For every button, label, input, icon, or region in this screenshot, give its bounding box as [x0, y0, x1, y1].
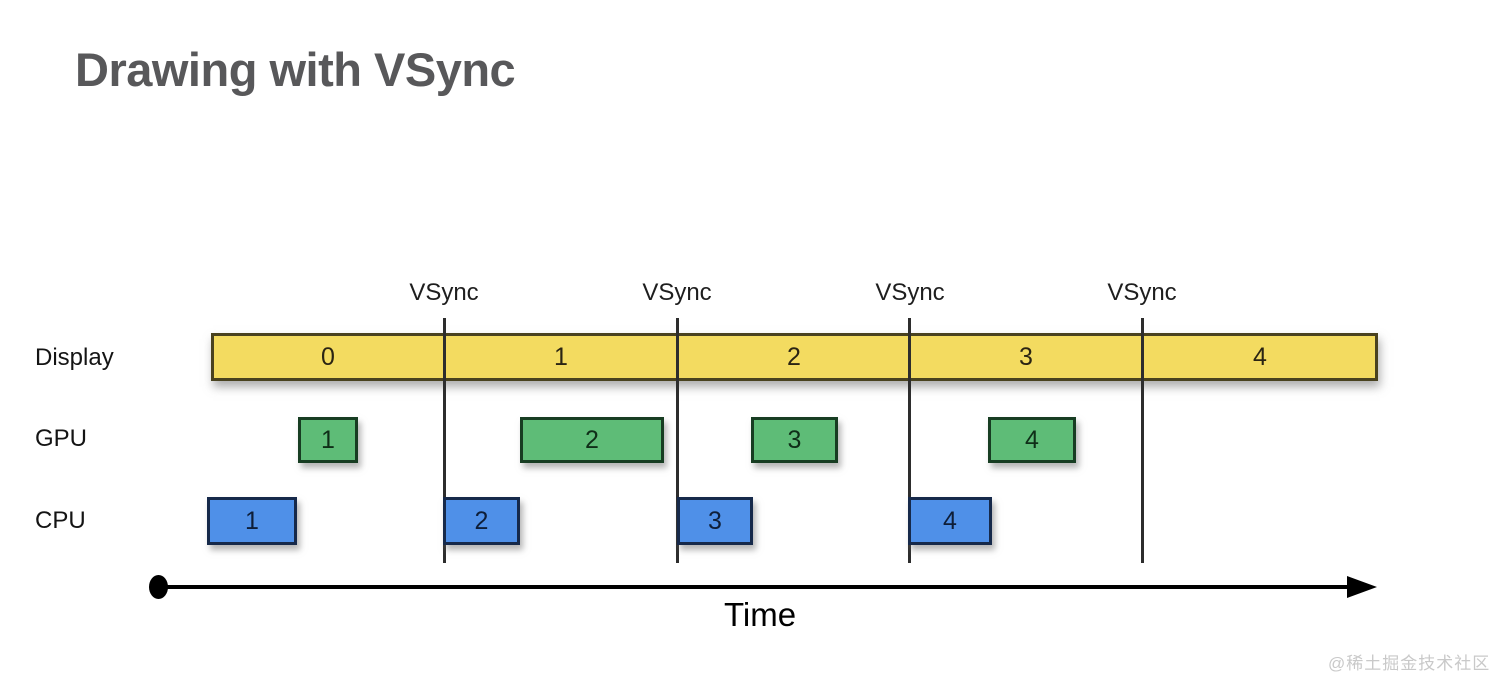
cpu-frame-1: 1: [207, 497, 297, 545]
page-title: Drawing with VSync: [75, 43, 516, 96]
display-segment-4: 4: [1253, 343, 1267, 371]
gpu-frame-3: 3: [751, 417, 838, 463]
cpu-frame-3: 3: [677, 497, 753, 545]
row-label-display: Display: [35, 344, 114, 371]
gpu-frame-1: 1: [298, 417, 358, 463]
vsync-line-4: [1141, 318, 1144, 563]
vsync-line-2: [676, 318, 679, 563]
watermark: @稀土掘金技术社区: [1328, 654, 1491, 673]
vsync-line-1: [443, 318, 446, 563]
vsync-label-3: VSync: [875, 279, 945, 306]
display-segment-3: 3: [1019, 343, 1033, 371]
gpu-frame-2: 2: [520, 417, 664, 463]
display-timeline-bar: 0 1 2 3 4: [211, 333, 1378, 381]
vsync-line-3: [908, 318, 911, 563]
display-segment-1: 1: [554, 343, 568, 371]
vsync-label-4: VSync: [1107, 279, 1177, 306]
time-axis-line: [158, 585, 1353, 589]
vsync-label-1: VSync: [409, 279, 479, 306]
cpu-frame-4: 4: [908, 497, 992, 545]
time-axis-label: Time: [723, 596, 797, 633]
cpu-frame-2: 2: [443, 497, 520, 545]
gpu-frame-4: 4: [988, 417, 1076, 463]
row-label-gpu: GPU: [35, 425, 88, 452]
display-segment-2: 2: [787, 343, 801, 371]
vsync-label-2: VSync: [642, 279, 712, 306]
time-axis-arrowhead-icon: [1347, 576, 1377, 598]
row-label-cpu: CPU: [35, 507, 86, 534]
display-segment-0: 0: [321, 343, 335, 371]
